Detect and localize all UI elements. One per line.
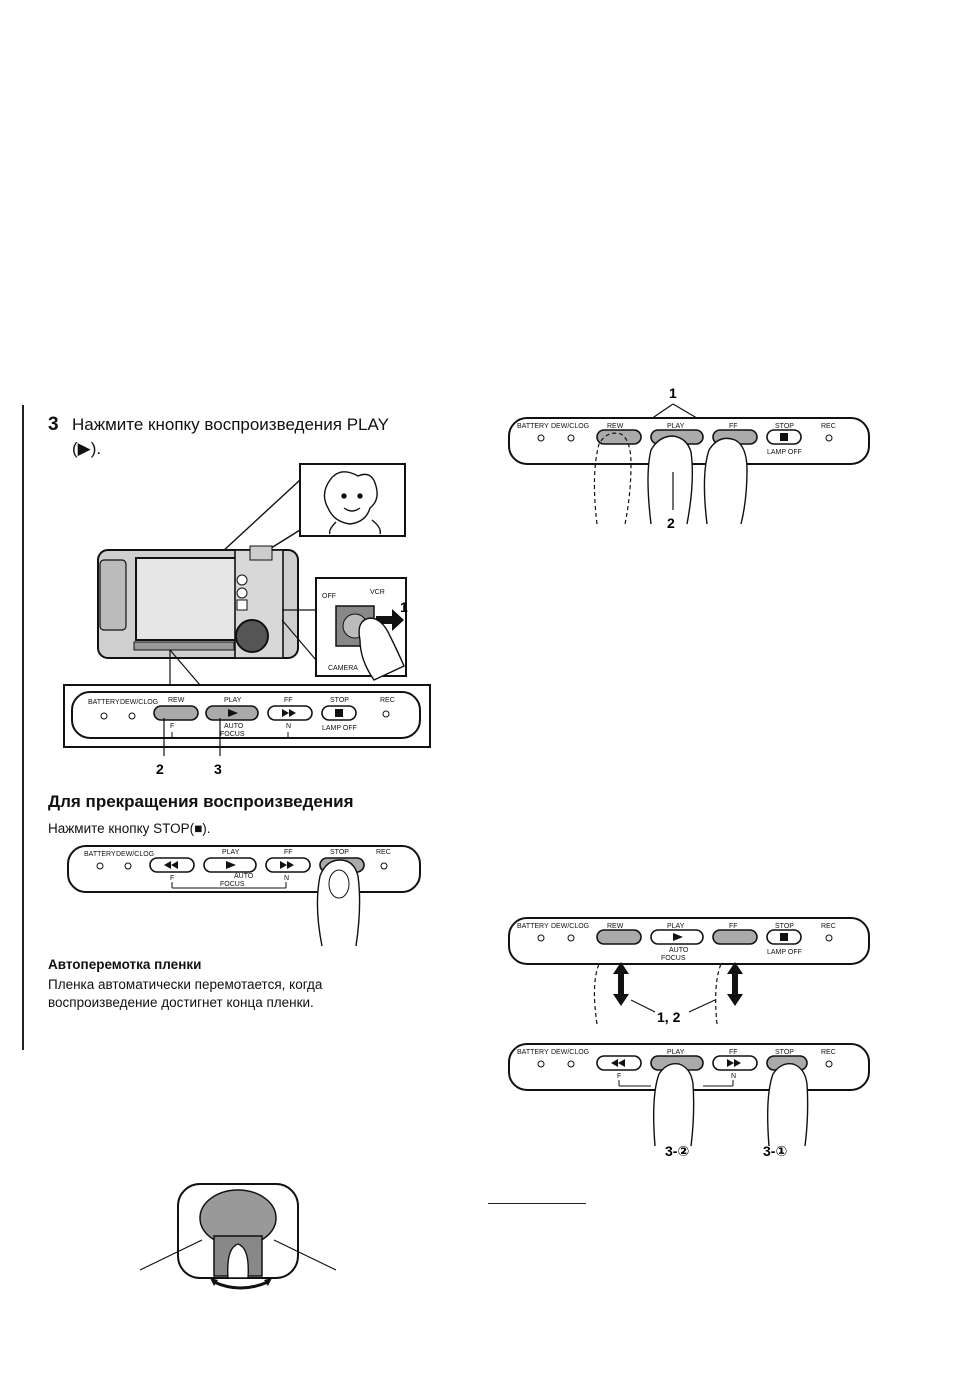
stop-section-heading: Для прекращения воспроизведения [48, 792, 354, 811]
stop-label: STOP [330, 697, 349, 704]
battery-led [100, 712, 108, 720]
dewclog-label-3: DEW/CLOG [551, 423, 589, 430]
auto-label-4: AUTO [669, 947, 689, 954]
rec-label-2: REC [376, 849, 391, 856]
f-label-2: F [170, 875, 174, 882]
rec-label-4: REC [821, 923, 836, 930]
footnote-rule [488, 1203, 586, 1204]
dial-illustration [140, 1183, 337, 1290]
stop-section-instruction: Нажмите кнопку STOP(■). [48, 821, 211, 836]
switch-camera-label: CAMERA [328, 665, 358, 672]
callout-1-2: 1, 2 [657, 1009, 681, 1025]
play-icon [228, 709, 238, 717]
focus-label-4: FOCUS [661, 955, 686, 962]
rew-icon [164, 861, 178, 869]
dewclog-label-2: DEW/CLOG [116, 851, 154, 858]
rew-label: REW [168, 697, 185, 704]
ff-label-5: FF [729, 1049, 738, 1056]
stop-label-5: STOP [775, 1049, 794, 1056]
dewclog-label: DEW/CLOG [120, 699, 158, 706]
ff-button-4[interactable] [712, 929, 758, 945]
auto-rewind-line2: воспроизведение достигнет конца пленки. [48, 995, 314, 1010]
n-label: N [286, 723, 291, 730]
focus-label: FOCUS [220, 731, 245, 738]
auto-rewind-line1: Пленка автоматически перемотается, когда [48, 977, 323, 992]
up-down-arrow-icon-right [727, 962, 743, 1006]
rec-label: REC [380, 697, 395, 704]
n-label-2: N [284, 875, 289, 882]
viewer-face-icon [323, 471, 382, 535]
step-instruction-line2: (▶). [72, 439, 102, 458]
search-panel-illustration: BATTERY DEW/CLOG REW PLAY FF STOP LAMP O… [508, 917, 870, 1025]
stop-label-2: STOP [330, 849, 349, 856]
stop-panel-illustration: BATTERY DEW/CLOG PLAY FF STOP REC AUTO F… [67, 845, 421, 947]
rew-button[interactable] [153, 705, 199, 721]
battery-label: BATTERY [88, 699, 120, 706]
play-label-4: PLAY [667, 923, 685, 930]
stop-label-3: STOP [775, 423, 794, 430]
callout-2: 2 [156, 761, 164, 777]
switch-off-label: OFF [322, 593, 336, 600]
stop-label-4: STOP [775, 923, 794, 930]
auto-label-2: AUTO [234, 873, 254, 880]
switch-vcr-label: VCR [370, 589, 385, 596]
play-label-2: PLAY [222, 849, 240, 856]
right-arrow-icon [376, 609, 404, 631]
up-down-arrow-icon-left [613, 962, 629, 1006]
ff-label-3: FF [729, 423, 738, 430]
battery-label-4: BATTERY [517, 923, 549, 930]
f-label: F [170, 723, 174, 730]
ff-rew-panel-illustration: 1 BATTERY DEW/CLOG REW PLAY FF STOP LAMP… [508, 385, 870, 531]
step-instruction-line1: Нажмите кнопку воспроизведения PLAY [72, 415, 389, 434]
dewclog-label-4: DEW/CLOG [551, 923, 589, 930]
callout-2-top: 2 [667, 515, 675, 531]
step-number: 3 [48, 414, 59, 435]
rew-label-4: REW [607, 923, 624, 930]
lamp-off-label-3: LAMP OFF [767, 449, 802, 456]
rew-button-3[interactable] [596, 429, 642, 445]
callout-3: 3 [214, 761, 222, 777]
ff-icon [282, 709, 296, 717]
f-label-5: F [617, 1073, 621, 1080]
battery-label-5: BATTERY [517, 1049, 549, 1056]
n-label-5: N [731, 1073, 736, 1080]
auto-rewind-heading: Автоперемотка пленки [48, 957, 202, 972]
play-label: PLAY [224, 697, 242, 704]
ff-label: FF [284, 697, 293, 704]
dewclog-label-5: DEW/CLOG [551, 1049, 589, 1056]
rec-label-5: REC [821, 1049, 836, 1056]
ff-label-4: FF [729, 923, 738, 930]
stop-icon [335, 709, 343, 717]
callout-3-2: 3-② [665, 1143, 689, 1159]
callout-3-1: 3-① [763, 1143, 787, 1159]
rew-label-3: REW [607, 423, 624, 430]
lamp-off-label: LAMP OFF [322, 725, 357, 732]
callout-1-switch: 1 [400, 599, 408, 615]
play-label-3: PLAY [667, 423, 685, 430]
lamp-off-label-4: LAMP OFF [767, 949, 802, 956]
ff-label-2: FF [284, 849, 293, 856]
play-stop-panel-illustration: BATTERY DEW/CLOG PLAY FF STOP REC F N 3-… [508, 1043, 870, 1159]
rotate-arrow-icon [213, 1280, 269, 1290]
dewclog-led [128, 712, 136, 720]
rec-led [382, 710, 390, 718]
left-margin-rule [22, 405, 24, 1050]
rew-button-4[interactable] [596, 929, 642, 945]
camera-play-illustration: OFF VCR CAMERA 1 BATTERY DEW/CLOG REW PL… [63, 463, 431, 777]
battery-label-2: BATTERY [84, 851, 116, 858]
auto-label: AUTO [224, 723, 244, 730]
play-label-5: PLAY [667, 1049, 685, 1056]
rec-label-3: REC [821, 423, 836, 430]
battery-label-3: BATTERY [517, 423, 549, 430]
focus-label-2: FOCUS [220, 881, 245, 888]
callout-1-top: 1 [669, 385, 677, 401]
